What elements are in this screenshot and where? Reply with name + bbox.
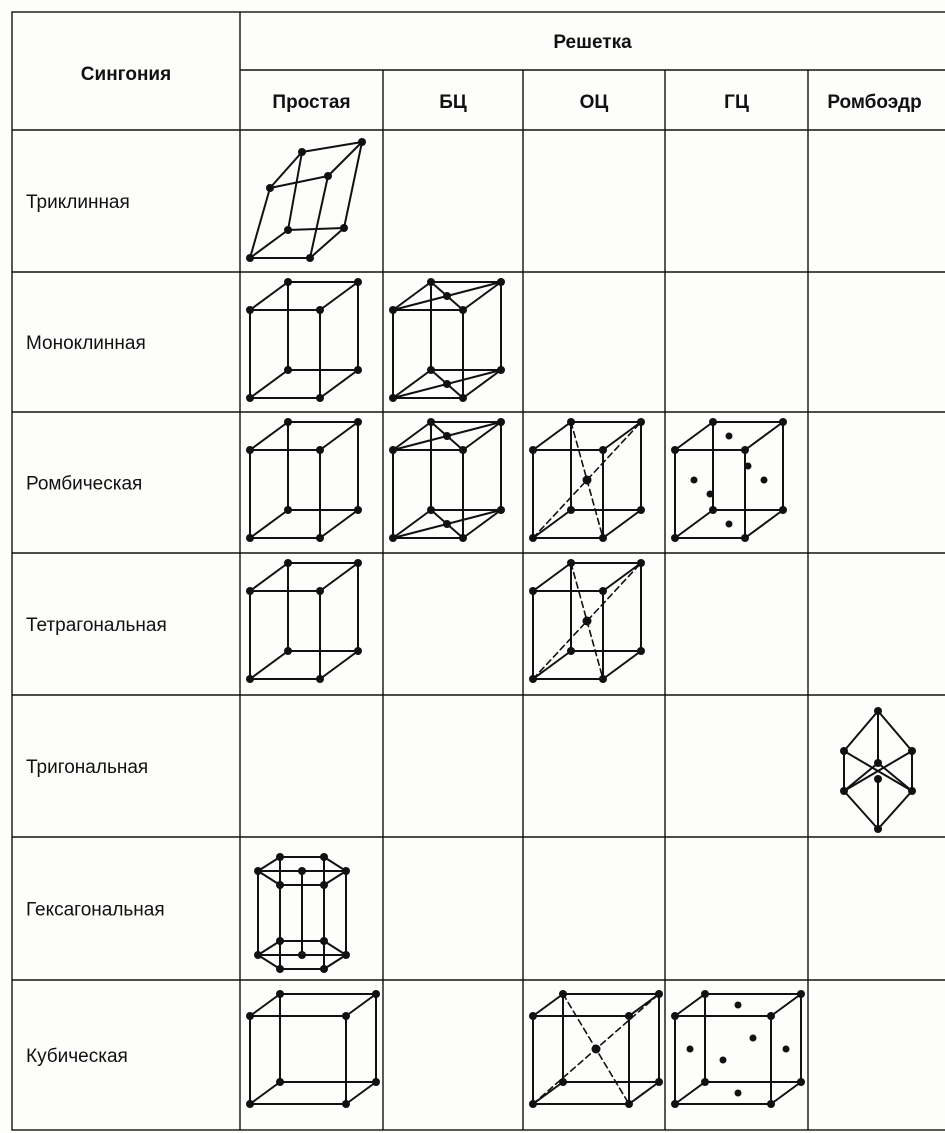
lattice-figure-cube-simple [246,990,380,1108]
lattice-figure-box-bcc [529,559,645,683]
table-border [11,11,945,1131]
lattice-figure-cube-bcc [529,990,663,1108]
row-label: Моноклинная [26,333,146,354]
column-header: ОЦ [580,92,609,113]
lattice-figure-box-bcc [529,418,645,542]
row-label: Триклинная [26,192,130,213]
row-label: Ромбическая [26,474,142,495]
header-lattice: Решетка [553,32,632,53]
row-label: Тригональная [26,757,148,778]
lattice-figure-hexagonal [254,853,350,973]
column-header: Ромбоэдр [827,92,921,113]
row-label: Кубическая [26,1046,128,1067]
lattice-figure-triclinic-simple [246,138,366,262]
row-label: Гексагональная [26,900,165,921]
lattice-figure-box-bc [389,278,505,402]
lattice-figure-box-simple [246,559,362,683]
column-header: Простая [272,92,350,113]
row-label: Тетрагональная [26,615,167,636]
lattice-figure-box-bc [389,418,505,542]
lattice-figure-box-simple [246,418,362,542]
header-syngony: Сингония [81,64,171,85]
lattice-figure-cube-fcc [671,990,805,1108]
column-header: ГЦ [724,92,749,113]
lattice-figure-box-fcc [671,418,787,542]
table-grid-lines [11,11,945,1131]
lattice-figure-box-simple [246,278,362,402]
column-header: БЦ [439,92,467,113]
lattice-figure-rhombohedral [840,707,916,833]
